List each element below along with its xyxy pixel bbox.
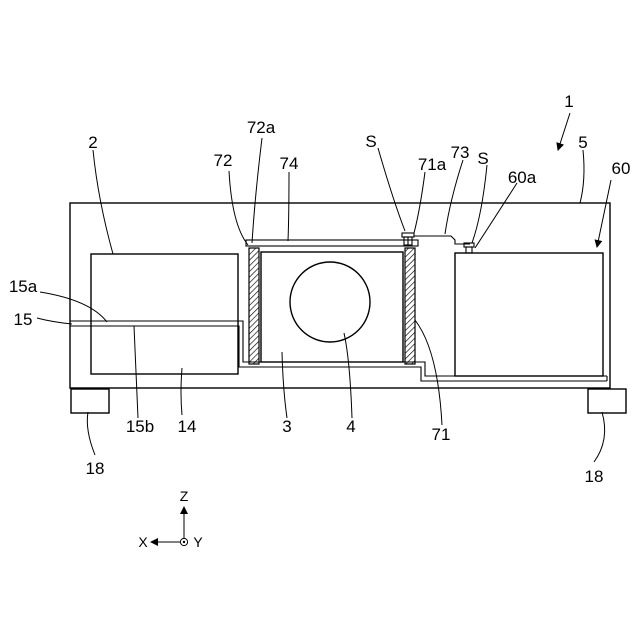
label-60: 60 (612, 159, 631, 178)
housing-5 (70, 203, 610, 388)
casing-wall-right (405, 248, 415, 364)
label-15: 15 (14, 310, 33, 329)
cable-73 (414, 236, 470, 244)
axis-label-z: Z (180, 488, 189, 504)
pipe-15 (70, 321, 607, 381)
label-74: 74 (280, 154, 299, 173)
label-72: 72 (214, 151, 233, 170)
axis-label-y: Y (193, 534, 203, 550)
label-15a: 15a (9, 277, 38, 296)
casing-wall-left (249, 248, 259, 364)
label-14: 14 (178, 417, 197, 436)
axis-indicator: Z X Y (138, 488, 203, 550)
label-4: 4 (346, 417, 355, 436)
component-2 (91, 254, 238, 374)
unit-60 (455, 253, 603, 376)
label-5: 5 (578, 133, 587, 152)
lid-plate-74 (246, 240, 418, 246)
foot-18-left (71, 389, 109, 413)
arrow-60 (597, 180, 611, 247)
label-60a: 60a (508, 168, 537, 187)
label-s-right: S (477, 149, 488, 168)
label-s-left: S (365, 132, 376, 151)
circle-4 (290, 262, 370, 342)
label-3: 3 (282, 417, 291, 436)
label-18-left: 18 (86, 459, 105, 478)
label-device-1: 1 (564, 92, 573, 111)
screw-s-left (402, 233, 414, 245)
axis-label-x: X (138, 534, 148, 550)
label-73: 73 (451, 143, 470, 162)
label-71: 71 (432, 425, 451, 444)
label-2: 2 (88, 133, 97, 152)
foot-18-right (588, 389, 626, 413)
label-72a: 72a (247, 118, 276, 137)
label-18-right: 18 (585, 467, 604, 486)
inner-box-3 (261, 252, 403, 362)
label-15b: 15b (126, 417, 154, 436)
label-71a: 71a (418, 155, 447, 174)
arrow-1 (558, 113, 570, 150)
